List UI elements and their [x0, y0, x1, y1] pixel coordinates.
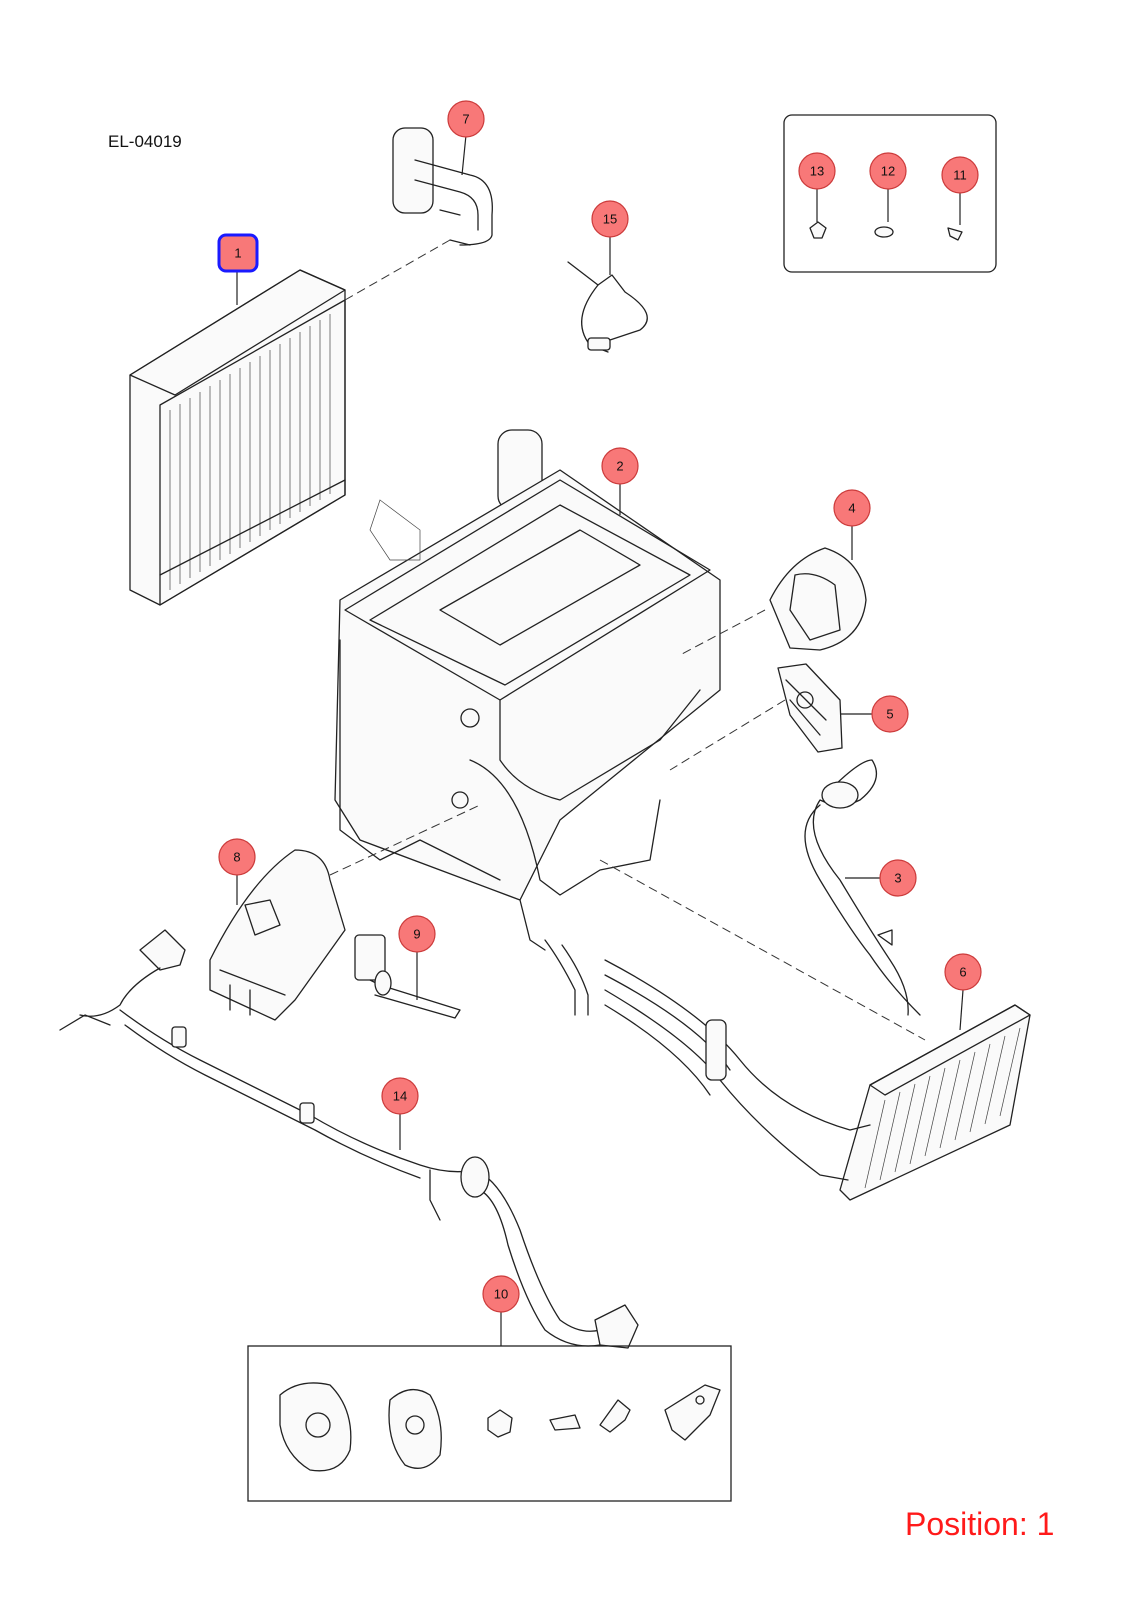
position-label: Position: 1: [905, 1506, 1055, 1542]
callout-7[interactable]: 7: [447, 100, 485, 138]
part-kit-connector[interactable]: [599, 1399, 631, 1433]
diagram-code: EL-04019: [108, 132, 182, 151]
svg-text:7: 7: [462, 112, 469, 127]
callout-8[interactable]: 8: [218, 838, 256, 876]
svg-text:9: 9: [413, 927, 420, 942]
callout-leaders: [236, 134, 964, 1346]
part-actuator[interactable]: [777, 663, 843, 753]
part-kit-cover-left[interactable]: [279, 1382, 352, 1472]
part-screw[interactable]: [947, 227, 963, 241]
part-blower-duct[interactable]: [769, 547, 867, 651]
callout-14[interactable]: 14: [381, 1077, 419, 1115]
part-hvac-housing[interactable]: [334, 429, 721, 1016]
svg-text:11: 11: [953, 168, 967, 183]
part-wiring-harness[interactable]: [59, 929, 639, 1349]
svg-text:4: 4: [848, 501, 855, 516]
part-drain-hose[interactable]: [804, 759, 921, 1016]
kit-parts-box: [247, 1345, 732, 1502]
part-temp-sensor[interactable]: [354, 934, 461, 1019]
part-nut[interactable]: [809, 221, 827, 239]
part-kit-grommet[interactable]: [487, 1409, 513, 1438]
callout-3[interactable]: 3: [879, 859, 917, 897]
part-kit-bracket[interactable]: [664, 1384, 721, 1441]
callout-6[interactable]: 6: [944, 953, 982, 991]
callout-9[interactable]: 9: [398, 915, 436, 953]
svg-text:15: 15: [603, 212, 617, 227]
svg-text:8: 8: [233, 850, 240, 865]
svg-text:10: 10: [494, 1287, 508, 1302]
callout-11[interactable]: 11: [941, 156, 979, 194]
svg-text:6: 6: [959, 965, 966, 980]
callout-2[interactable]: 2: [601, 447, 639, 485]
svg-text:12: 12: [881, 164, 895, 179]
callout-12[interactable]: 12: [869, 152, 907, 190]
part-evaporator-core[interactable]: [129, 269, 346, 606]
part-sensor-wire[interactable]: [567, 261, 648, 353]
part-expansion-pipe[interactable]: [392, 127, 493, 246]
callout-13[interactable]: 13: [798, 152, 836, 190]
svg-text:13: 13: [810, 164, 824, 179]
callout-5[interactable]: 5: [871, 695, 909, 733]
svg-text:14: 14: [393, 1089, 407, 1104]
svg-text:3: 3: [894, 871, 901, 886]
small-parts-box: [783, 114, 997, 273]
part-kit-cover-right[interactable]: [388, 1388, 442, 1469]
callout-4[interactable]: 4: [833, 489, 871, 527]
assembly-lines: [329, 239, 926, 1041]
svg-text:1: 1: [234, 246, 241, 261]
callout-15[interactable]: 15: [591, 200, 629, 238]
part-blower-cover[interactable]: [209, 849, 346, 1021]
svg-text:2: 2: [616, 459, 623, 474]
callout-10[interactable]: 10: [482, 1275, 520, 1313]
part-washer[interactable]: [874, 226, 894, 238]
callout-1[interactable]: 1: [217, 233, 259, 273]
part-heater-core[interactable]: [604, 959, 1031, 1201]
svg-text:5: 5: [886, 707, 893, 722]
part-kit-clip[interactable]: [549, 1414, 581, 1431]
